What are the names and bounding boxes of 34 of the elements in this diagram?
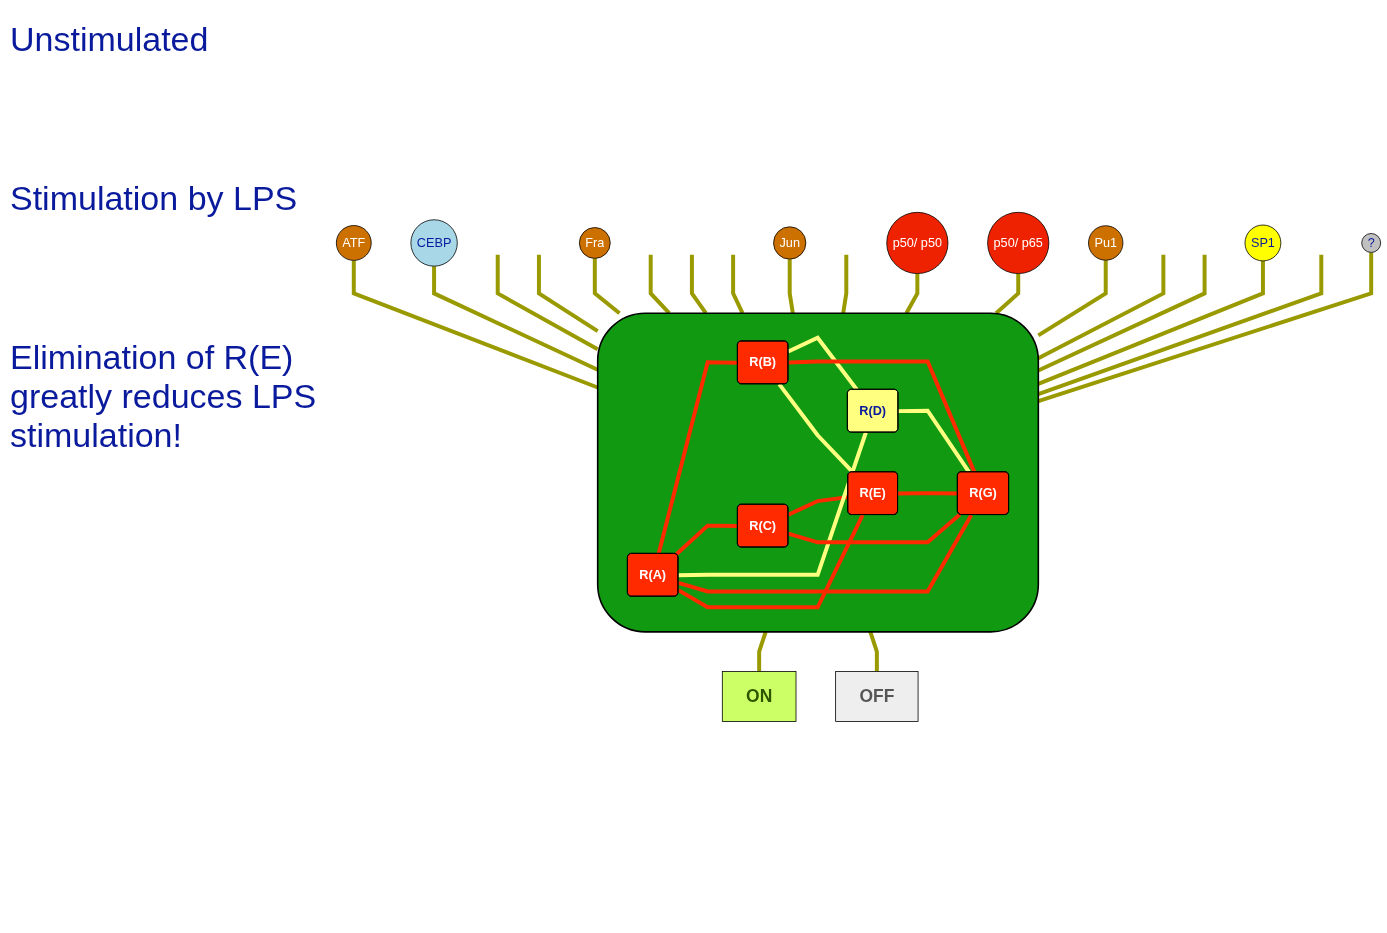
connector	[757, 630, 768, 672]
node-circle	[886, 211, 949, 274]
note-text: Unstimulated	[10, 20, 210, 59]
node-circle	[1244, 224, 1282, 261]
connector	[689, 254, 708, 314]
node-circle	[987, 211, 1050, 274]
connector	[904, 273, 920, 314]
connector	[777, 382, 855, 474]
node-circle	[578, 226, 611, 259]
connector	[787, 258, 795, 314]
connector	[677, 513, 974, 594]
node-circle	[773, 226, 807, 260]
network-diagram: R(A) R(B) R(D) R(C) R(E) R(G) ATF CEBP Fra Jun p50/ p50 p50/ p65 Pu1 SP1 ? ON OFF	[330, 205, 1387, 728]
node-circle	[335, 224, 372, 261]
note-text: Stimulation by LPS	[10, 179, 299, 218]
connector	[898, 408, 971, 473]
connector	[788, 359, 977, 473]
node-box	[835, 670, 919, 722]
connector	[656, 360, 738, 554]
node-box	[721, 670, 797, 722]
connector	[787, 494, 849, 517]
connector	[868, 630, 879, 672]
cluster	[596, 312, 1040, 633]
connector	[731, 254, 745, 314]
connector	[678, 431, 868, 577]
note-text: Elimination of R(E) greatly reduces LPS stimulation!	[10, 338, 318, 455]
connector	[897, 490, 958, 496]
connector	[787, 512, 962, 544]
node-circle	[410, 219, 458, 267]
node-circle	[1361, 232, 1382, 253]
connector	[677, 513, 865, 609]
connector	[841, 254, 849, 314]
connector	[675, 523, 738, 556]
node-circle	[1088, 224, 1124, 261]
